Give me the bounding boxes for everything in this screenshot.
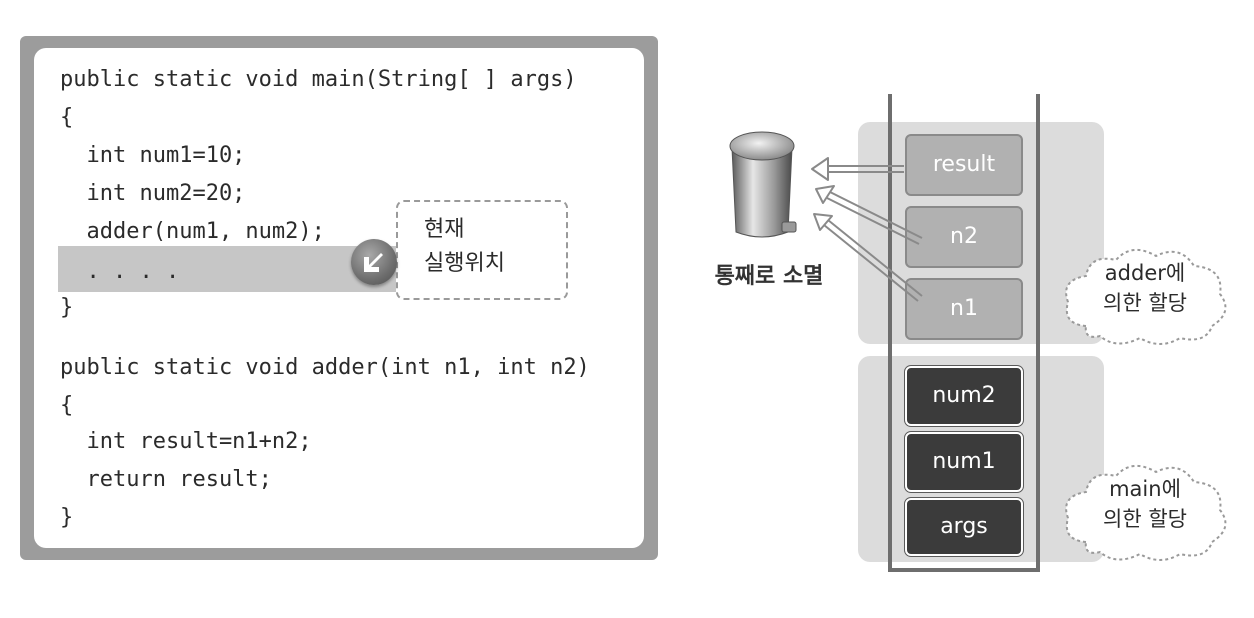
code-line: { [60,393,74,418]
stack-slot-args: args [904,497,1024,557]
trash-can-icon [729,131,797,238]
stack-slot-result: result [905,134,1023,196]
execution-position-callout: 현재 실행위치 [396,200,568,300]
code-line: adder(num1, num2); [60,219,325,244]
cloud-label-line: main에 [1109,477,1181,501]
cloud-label-line: adder에 [1104,261,1186,285]
adder-frame-label: adder에 의한 할당 [1075,258,1215,318]
code-line: int num2=20; [60,181,246,206]
code-line: } [60,295,74,320]
stack-slot-num1: num1 [904,431,1024,493]
dispose-arrows [811,157,923,302]
pointer-arrow-icon [351,239,397,285]
code-line: return result; [60,467,272,492]
callout-text: 현재 [424,217,465,242]
stack-slot-n1: n1 [905,278,1023,340]
code-line: { [60,105,74,130]
code-line: public static void main(String[ ] args) [60,67,577,92]
cloud-icon [1065,249,1227,345]
callout-text: 실행위치 [424,251,505,276]
stack-slot-n2: n2 [905,206,1023,268]
stack-slot-num2: num2 [904,365,1024,427]
code-line: public static void adder(int n1, int n2) [60,355,590,380]
code-line: . . . . [60,259,180,284]
code-line: int result=n1+n2; [60,429,312,454]
code-line: } [60,505,74,530]
main-frame-label: main에 의한 할당 [1075,474,1215,534]
stack-bottom [888,568,1040,572]
trash-label: 통째로 소멸 [714,264,824,289]
cloud-icon [1065,465,1227,561]
stack-left-wall [888,94,892,572]
code-line: int num1=10; [60,143,246,168]
cloud-label-line: 의한 할당 [1103,507,1187,531]
stack-right-wall [1036,94,1040,572]
cloud-label-line: 의한 할당 [1103,291,1187,315]
